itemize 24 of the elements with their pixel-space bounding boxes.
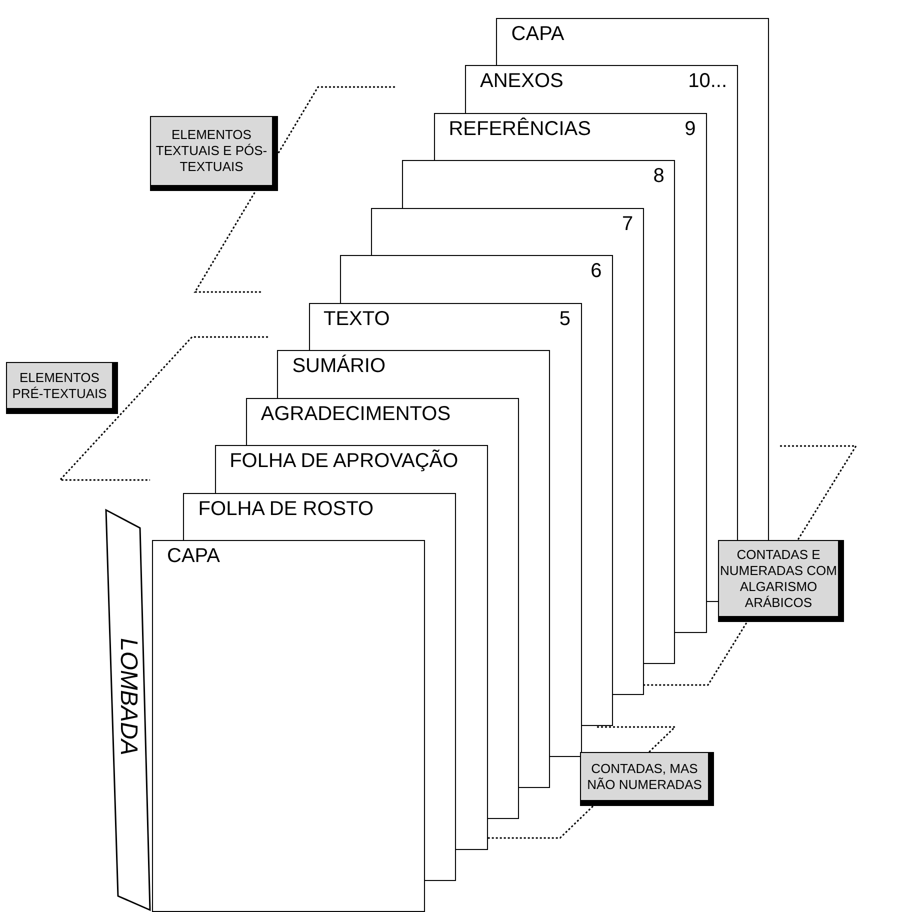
page-title: FOLHA DE APROVAÇÃO	[230, 450, 458, 473]
callout-text: ELEMENTOS TEXTUAIS E PÓS-TEXTUAIS	[154, 127, 268, 175]
callout-text: CONTADAS, MAS NÃO NUMERADAS	[586, 760, 703, 792]
callout-box	[6, 362, 118, 414]
callout-box	[150, 116, 278, 191]
page-title: CAPA	[511, 22, 564, 46]
page-title: TEXTO	[324, 308, 390, 330]
page-title: REFERÊNCIAS	[448, 118, 591, 140]
callout-text: CONTADAS E NUMERADAS COM ALGARISMO ARÁBICOS	[719, 546, 838, 610]
page-title: CAPA	[167, 545, 220, 568]
page-number: 8	[653, 165, 664, 188]
callout-text: ELEMENTOS PRÉ-TEXTUAIS	[11, 370, 108, 402]
page-title: ANEXOS	[480, 70, 564, 93]
page-title: FOLHA DE ROSTO	[198, 498, 374, 520]
callout-box	[580, 752, 714, 806]
page-title: AGRADECIMENTOS	[260, 402, 451, 426]
page-title: SUMÁRIO	[292, 355, 386, 378]
page-number: 7	[622, 212, 634, 236]
page-number: 9	[684, 118, 696, 140]
spine-title: LOMBADA	[114, 638, 142, 756]
page-number: 5	[559, 308, 570, 330]
page-number: 6	[590, 260, 602, 283]
page-number: 10...	[688, 70, 727, 93]
callout-box	[718, 540, 844, 622]
